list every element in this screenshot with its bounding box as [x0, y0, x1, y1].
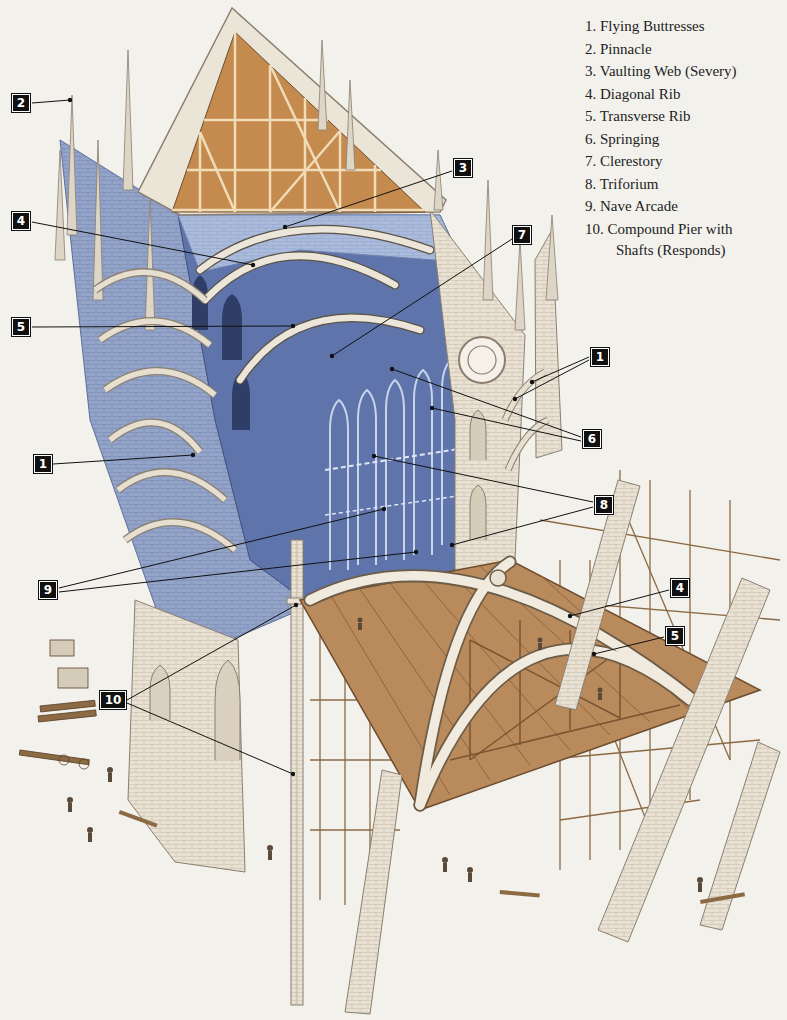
callout-number: 2 — [12, 94, 30, 112]
key-entry: 8. Triforium — [585, 174, 766, 195]
key-entry: 3. Vaulting Web (Severy) — [585, 61, 766, 82]
callout-number: 10 — [100, 691, 127, 709]
leader-dots — [68, 98, 596, 776]
callout-number: 4 — [671, 579, 689, 597]
callout-number: 1 — [34, 455, 52, 473]
callout-number: 8 — [595, 496, 613, 514]
leader-lines — [32, 100, 669, 774]
key-entry: 9. Nave Arcade — [585, 196, 766, 217]
callout-number: 5 — [12, 318, 30, 336]
callout-number: 7 — [513, 226, 531, 244]
callout-number: 4 — [12, 212, 30, 230]
key-entry: 7. Clerestory — [585, 151, 766, 172]
key-entry: 2. Pinnacle — [585, 39, 766, 60]
key-entry: 1. Flying Buttresses — [585, 16, 766, 37]
callout-number: 5 — [666, 627, 684, 645]
callout-number: 3 — [454, 159, 472, 177]
key-entry: 5. Transverse Rib — [585, 106, 766, 127]
callout-number: 9 — [39, 581, 57, 599]
callout-number: 6 — [583, 430, 601, 448]
key-entry: 10. Compound Pier with Shafts (Responds) — [585, 219, 766, 261]
key-entry: 6. Springing — [585, 129, 766, 150]
callout-number: 1 — [591, 348, 609, 366]
key-entry: 4. Diagonal Rib — [585, 84, 766, 105]
